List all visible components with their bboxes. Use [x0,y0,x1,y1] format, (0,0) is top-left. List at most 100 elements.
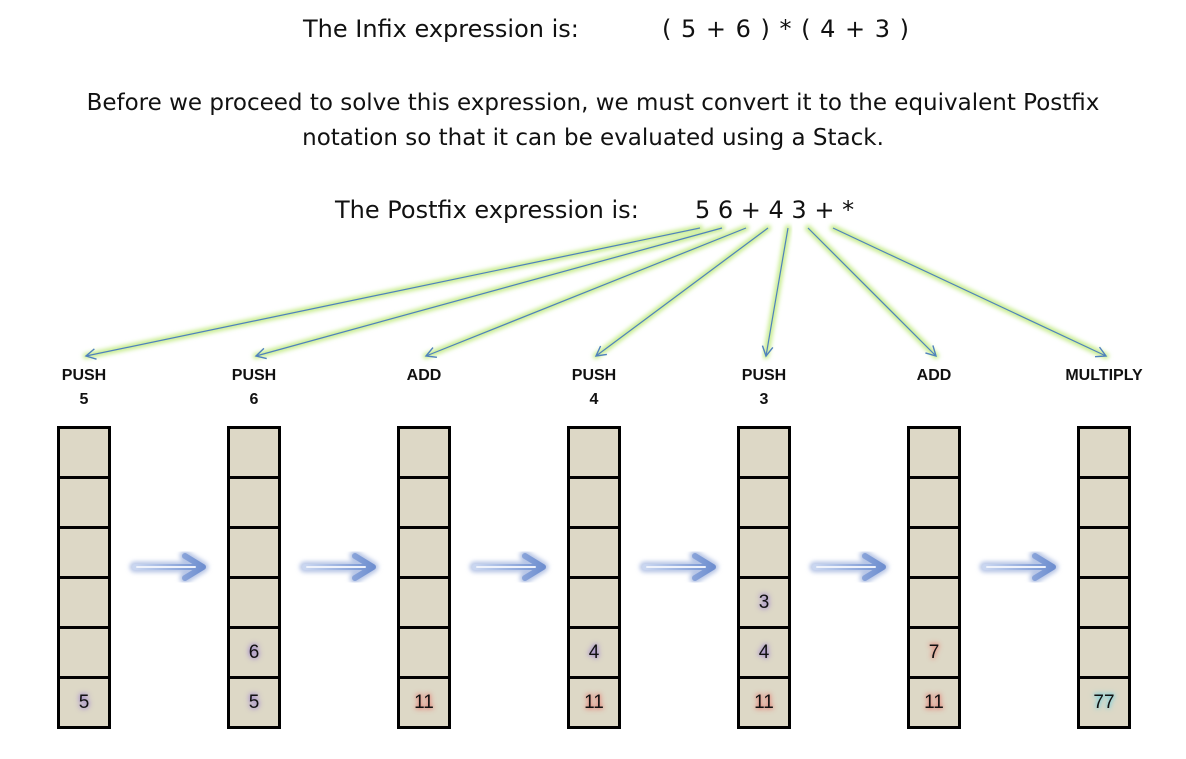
stack-value: 6 [248,641,260,663]
step-operation: ADD [916,367,952,384]
pointer-glow [253,225,725,359]
stack-cell: 4 [570,629,618,676]
stack-cell [400,629,448,676]
stack-cell [230,429,278,476]
stack-cell: 6 [230,629,278,676]
stack-cell [400,579,448,626]
stack-value: 11 [414,691,434,713]
step-operation: PUSH [231,367,277,384]
pointer-arrowhead [925,345,938,358]
stack-cell [60,429,108,476]
stack-cell: 7 [910,629,958,676]
step-operand: 5 [79,391,89,408]
stack-value: 77 [1093,691,1115,713]
stack-cell: 5 [230,679,278,726]
step-label-6: ADD [879,364,989,388]
pointer-glow [83,225,703,359]
stack-cell [570,479,618,526]
stack-3: 11 [397,426,451,729]
stack-cell [1080,579,1128,626]
step-label-3: ADD [369,364,479,388]
stack-cell [910,429,958,476]
postfix-expression: 5 6 + 4 3 + * [695,196,855,224]
stack-value: 3 [758,591,770,613]
stack-cell [570,529,618,576]
stack-7: 77 [1077,426,1131,729]
stack-cell [1080,429,1128,476]
stack-cell [60,629,108,676]
stack-cell [740,529,788,576]
explanation-line-1: Before we proceed to solve this expressi… [86,90,1100,116]
flow-arrow [809,550,889,584]
stack-cell [910,479,958,526]
flow-arrow [299,550,379,584]
postfix-label: The Postfix expression is: [335,196,639,224]
pointer-glow [805,225,939,359]
stack-cell [60,529,108,576]
stack-cell: 77 [1080,679,1128,726]
stack-cell: 3 [740,579,788,626]
pointer-glow [830,225,1109,359]
pointer-line [765,227,789,357]
stack-cell [570,579,618,626]
stack-value: 5 [78,691,90,713]
stack-cell [910,579,958,626]
pointer-arrowhead [424,347,438,359]
stack-cell: 4 [740,629,788,676]
pointer-glow [763,225,791,359]
stack-cell [60,479,108,526]
stack-cell: 11 [570,679,618,726]
pointer-arrowhead [761,345,774,358]
pointer-line [85,227,701,357]
step-operation: PUSH [741,367,787,384]
stack-4: 4 11 [567,426,621,729]
stack-cell [230,479,278,526]
stack-cell [230,579,278,626]
pointer-arrowhead [1094,346,1108,358]
pointer-arrowhead [594,345,607,357]
stack-cell: 5 [60,679,108,726]
infix-expression: ( 5 + 6 ) * ( 4 + 3 ) [662,15,911,43]
stack-value: 11 [924,691,944,713]
step-label-5: PUSH 3 [709,364,819,412]
stack-cell [400,529,448,576]
stack-1: 5 [57,426,111,729]
explanation-line-2: notation so that it can be evaluated usi… [302,125,884,151]
stack-cell [60,579,108,626]
stack-value: 11 [754,691,774,713]
step-label-2: PUSH 6 [199,364,309,412]
stack-value: 5 [248,691,260,713]
step-operation: MULTIPLY [1065,367,1143,384]
step-label-4: PUSH 4 [539,364,649,412]
stack-cell [1080,479,1128,526]
pointer-glow [423,225,749,359]
pointer-line [595,227,769,357]
pointer-line [425,227,747,357]
stack-value: 4 [758,641,770,663]
stack-5: 3 4 11 [737,426,791,729]
step-operand: 4 [589,391,599,408]
stack-cell [400,429,448,476]
step-operand: 3 [759,391,769,408]
pointer-line [832,227,1107,357]
infix-label: The Infix expression is: [303,15,579,43]
stack-cell [570,429,618,476]
pointer-arrowhead [84,348,97,360]
step-operation: PUSH [571,367,617,384]
stack-value: 11 [584,691,604,713]
stack-cell [910,529,958,576]
flow-arrow [129,550,209,584]
pointer-line [255,227,723,357]
step-operand: 6 [249,391,259,408]
pointer-glow [593,225,771,359]
step-label-7: MULTIPLY [1049,364,1159,388]
pointer-line [807,227,937,357]
explanation-text: Before we proceed to solve this expressi… [40,86,1146,156]
stack-cell [400,479,448,526]
stack-cell: 11 [400,679,448,726]
stack-cell [740,479,788,526]
step-operation: PUSH [61,367,107,384]
stack-cell [740,429,788,476]
stack-cell: 11 [740,679,788,726]
